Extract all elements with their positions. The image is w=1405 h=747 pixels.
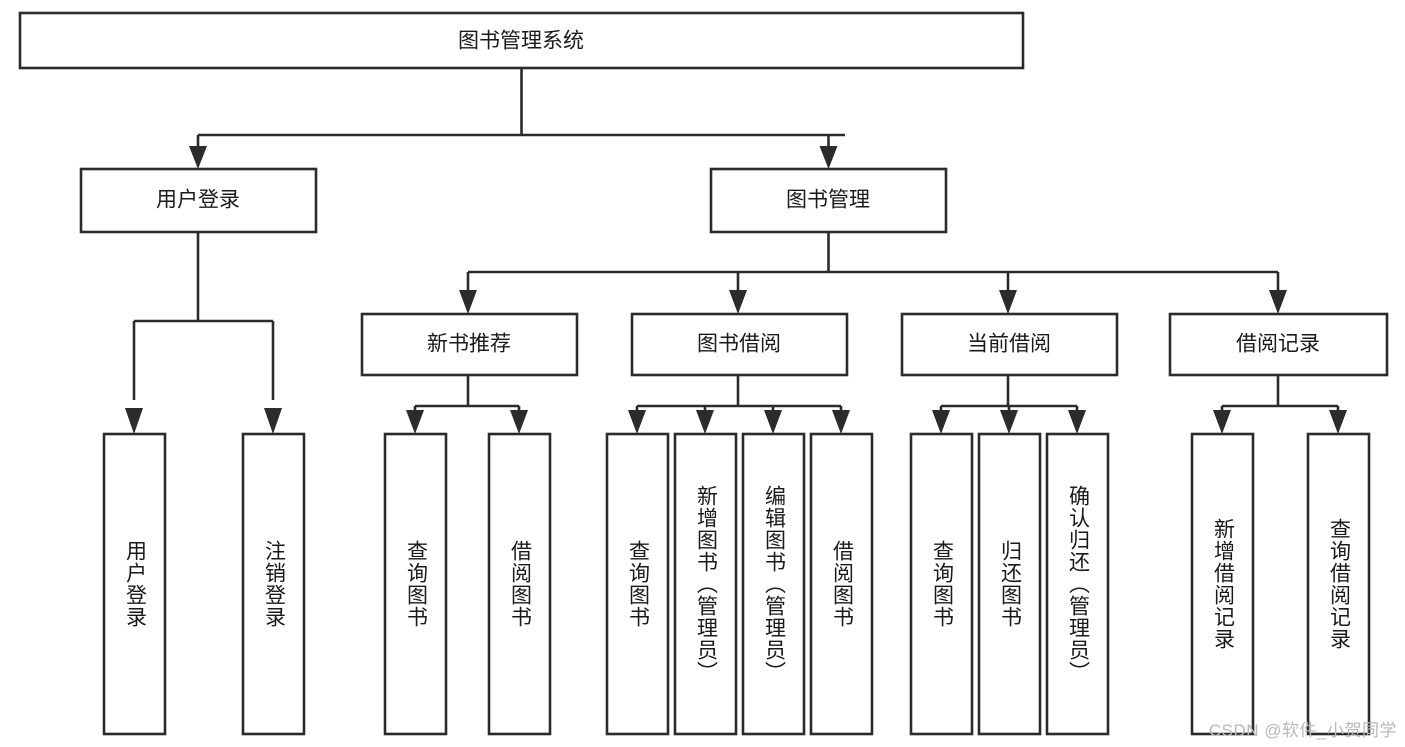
node-book-management[interactable]: 图书管理 bbox=[709, 167, 948, 234]
arrow-head-leaf-user-logout bbox=[264, 408, 282, 434]
arrow-head-leaf-edit-book bbox=[764, 410, 782, 434]
connector-group-current-borrow bbox=[932, 375, 1086, 434]
arrow-head-leaf-query-book-3 bbox=[932, 410, 950, 434]
node-leaf-borrow-book-1-box[interactable] bbox=[487, 432, 552, 736]
arrow-head-new-book-recommend bbox=[459, 290, 477, 314]
arrow-head-leaf-borrow-book-2 bbox=[832, 410, 850, 434]
connector-group-book-management bbox=[459, 232, 1287, 314]
connector-group-user-login bbox=[125, 232, 282, 434]
node-new-book-recommend[interactable]: 新书推荐 bbox=[360, 312, 579, 377]
connector-group-root bbox=[189, 68, 845, 169]
node-leaf-borrow-book-2-box[interactable] bbox=[809, 432, 874, 736]
node-root-box[interactable] bbox=[18, 11, 1025, 70]
node-book-management-box[interactable] bbox=[709, 167, 948, 234]
node-leaf-query-book-3-box[interactable] bbox=[909, 432, 974, 736]
arrow-head-leaf-add-record bbox=[1213, 410, 1231, 434]
node-current-borrow[interactable]: 当前借阅 bbox=[900, 312, 1119, 377]
arrow-head-leaf-query-book-2 bbox=[628, 410, 646, 434]
arrow-head-current-borrow bbox=[999, 290, 1017, 314]
connector-group-book-borrow bbox=[628, 375, 850, 434]
connector-group-borrow-record bbox=[1213, 375, 1347, 434]
arrow-head-leaf-user-login bbox=[125, 408, 143, 434]
arrow-head-leaf-query-book-1 bbox=[406, 410, 424, 434]
node-leaf-edit-book-box[interactable] bbox=[741, 432, 806, 736]
connector-group-new-book-recommend bbox=[406, 375, 528, 434]
node-new-book-recommend-box[interactable] bbox=[360, 312, 579, 377]
node-leaf-user-logout-box[interactable] bbox=[241, 432, 306, 736]
arrow-head-leaf-return-book bbox=[1000, 410, 1018, 434]
arrow-head-leaf-confirm-return bbox=[1068, 410, 1086, 434]
arrow-head-book-borrow bbox=[729, 290, 747, 314]
node-book-borrow[interactable]: 图书借阅 bbox=[630, 312, 849, 377]
csdn-watermark: CSDN @软件_小贺同学 bbox=[1208, 721, 1397, 740]
arrow-head-book-management bbox=[819, 146, 838, 169]
node-root[interactable]: 图书管理系统 bbox=[18, 11, 1025, 70]
node-current-borrow-box[interactable] bbox=[900, 312, 1119, 377]
node-leaf-user-login-box[interactable] bbox=[102, 432, 167, 736]
node-user-login[interactable]: 用户登录 bbox=[79, 167, 318, 234]
arrow-head-leaf-add-book bbox=[696, 410, 714, 434]
arrow-head-leaf-borrow-book-1 bbox=[510, 410, 528, 434]
node-borrow-record[interactable]: 借阅记录 bbox=[1168, 312, 1389, 377]
node-borrow-record-label: 借阅记录 bbox=[1236, 333, 1320, 356]
node-leaf-add-book-box[interactable] bbox=[673, 432, 738, 736]
node-leaf-return-book-box[interactable] bbox=[977, 432, 1042, 736]
node-leaf-confirm-return-box[interactable] bbox=[1045, 432, 1110, 736]
node-leaf-add-record-box[interactable] bbox=[1190, 432, 1255, 736]
node-book-management-label: 图书管理 bbox=[786, 189, 870, 212]
arrow-head-leaf-query-record bbox=[1329, 410, 1347, 434]
node-current-borrow-label: 当前借阅 bbox=[967, 333, 1051, 356]
node-borrow-record-box[interactable] bbox=[1168, 312, 1389, 377]
node-book-borrow-box[interactable] bbox=[630, 312, 849, 377]
node-book-borrow-label: 图书借阅 bbox=[697, 333, 781, 356]
node-user-login-box[interactable] bbox=[79, 167, 318, 234]
node-root-label: 图书管理系统 bbox=[458, 30, 584, 53]
node-leaf-query-book-1-box[interactable] bbox=[383, 432, 448, 736]
node-leaf-query-record-box[interactable] bbox=[1306, 432, 1371, 736]
node-user-login-label: 用户登录 bbox=[156, 189, 240, 212]
node-new-book-recommend-label: 新书推荐 bbox=[427, 333, 511, 356]
arrow-head-user-login bbox=[189, 146, 207, 169]
node-leaf-query-book-2-box[interactable] bbox=[605, 432, 670, 736]
arrow-head-borrow-record bbox=[1269, 290, 1287, 314]
